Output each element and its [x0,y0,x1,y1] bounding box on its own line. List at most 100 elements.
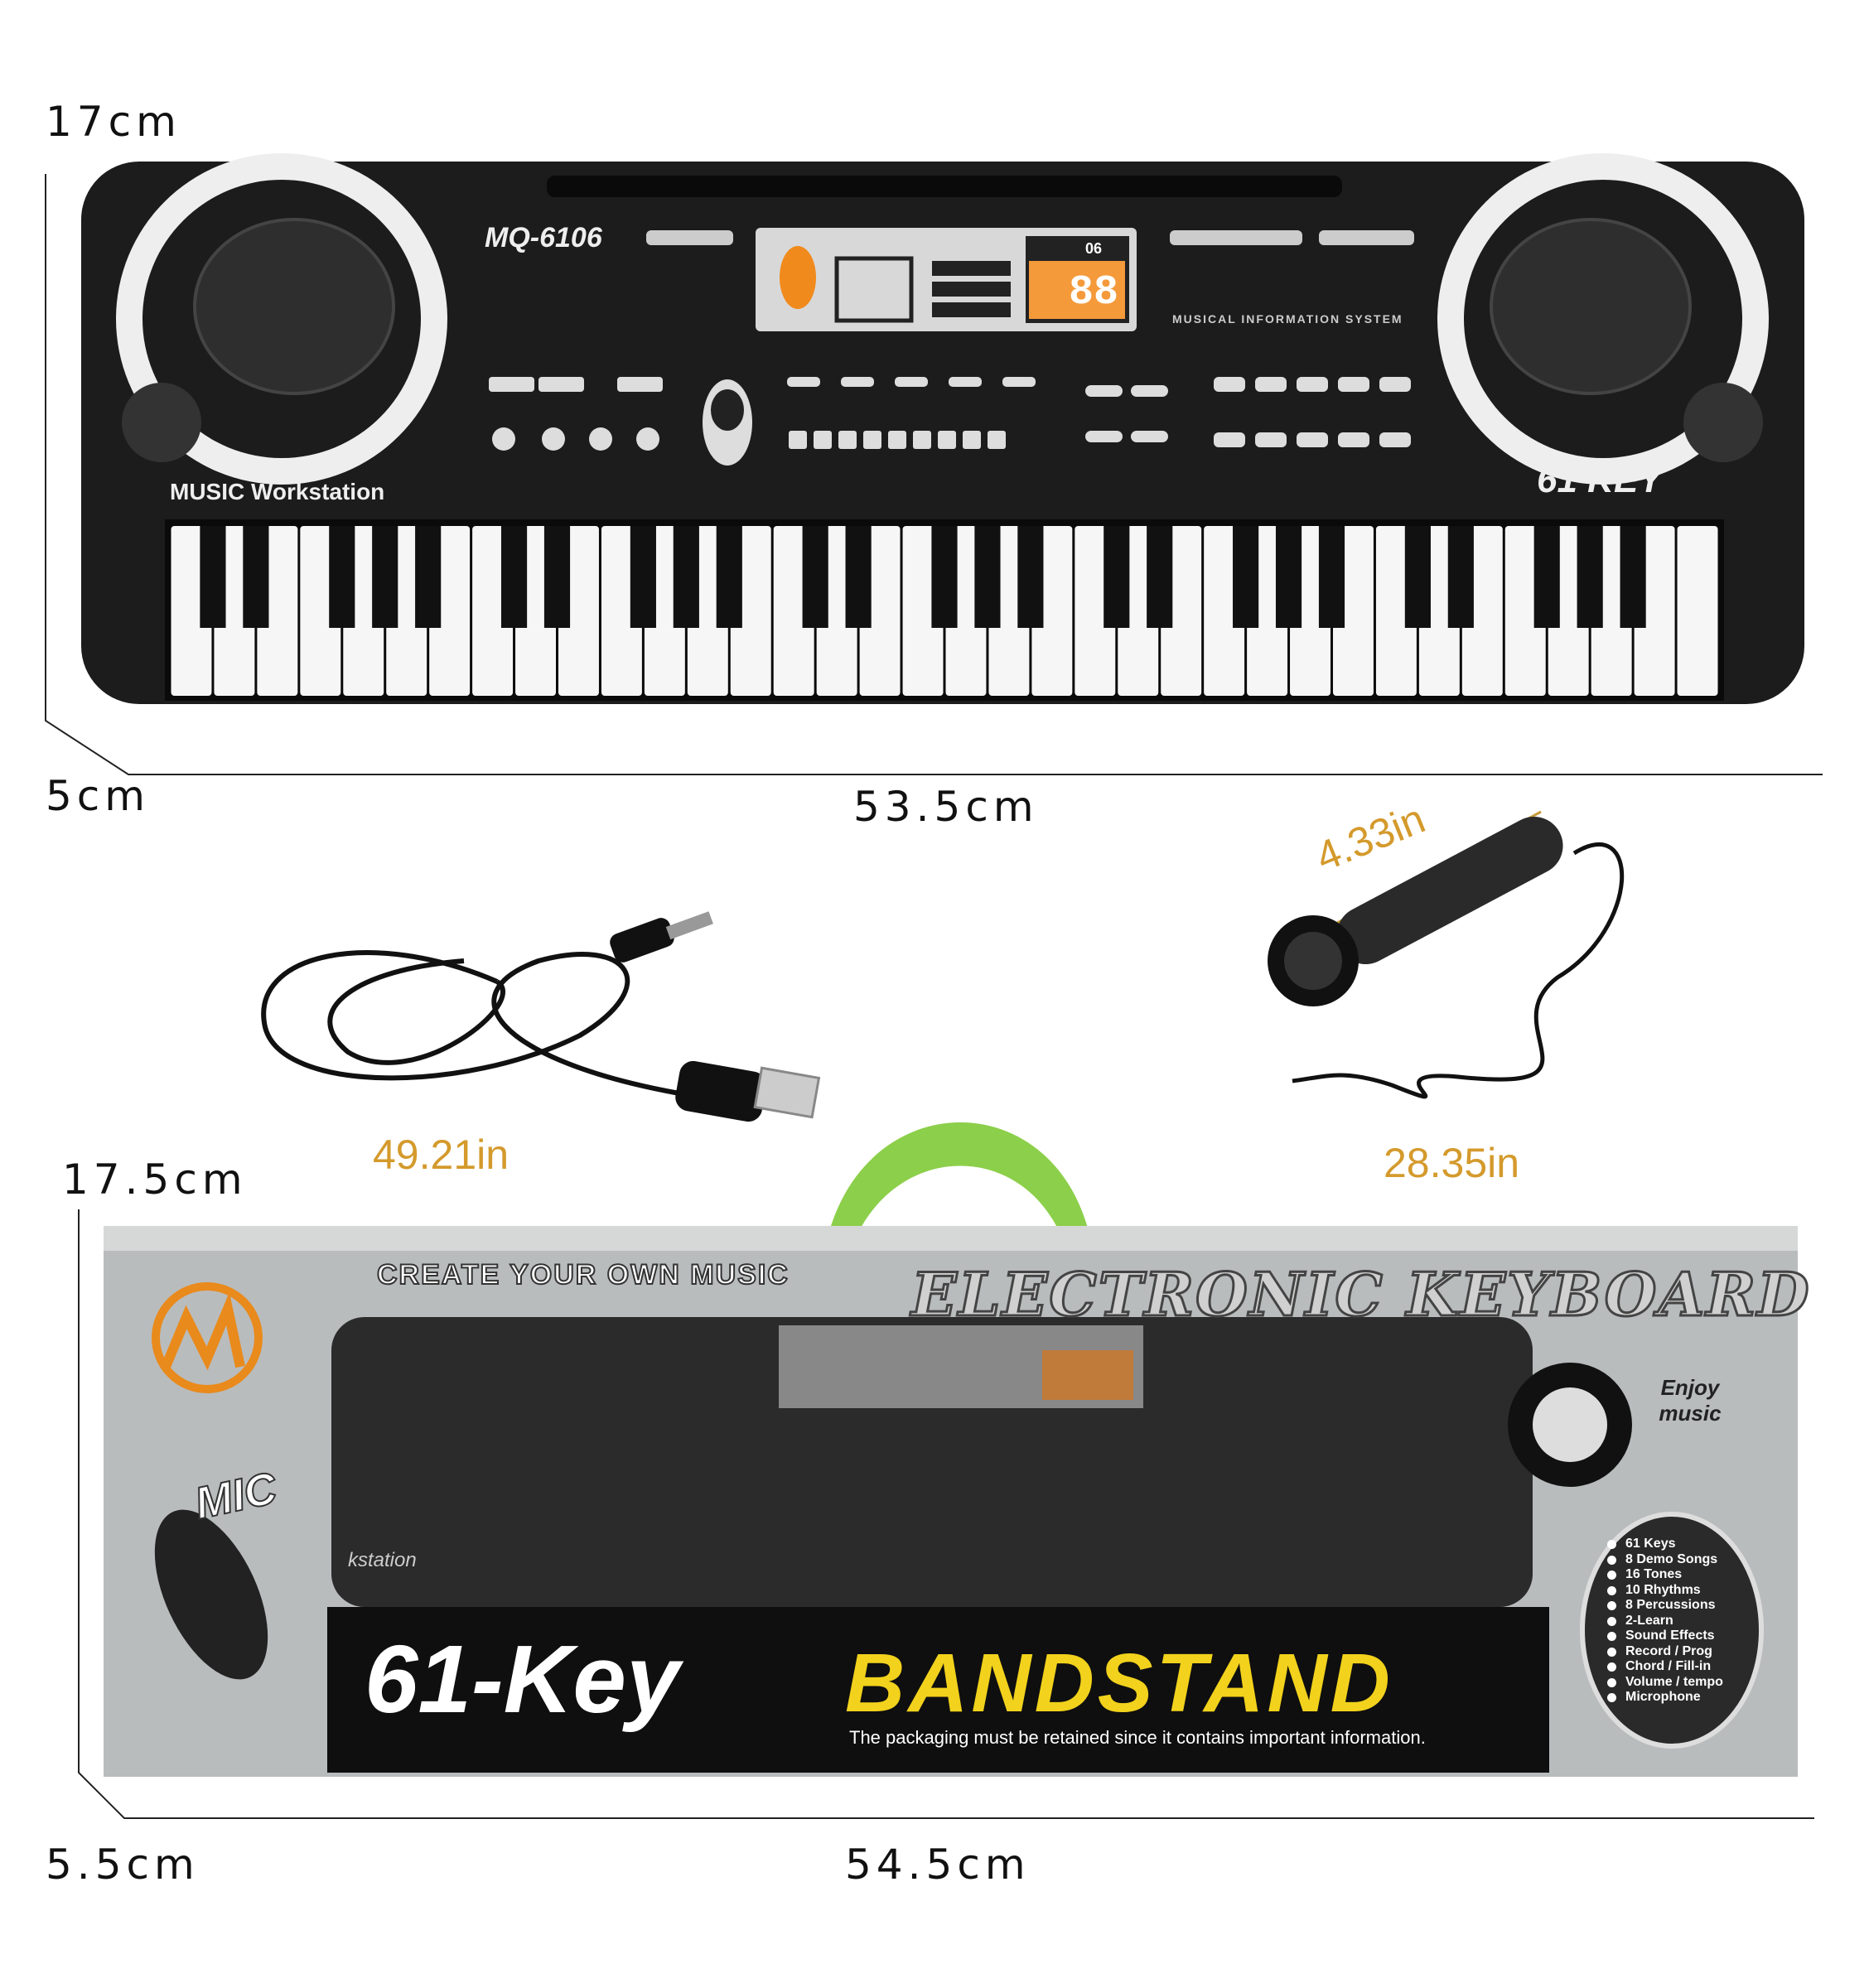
panel-button [1131,431,1168,442]
black-key [1017,526,1044,628]
panel-knob [542,427,565,451]
keyboard-height-label: 17cm [46,98,181,146]
panel-button [895,377,928,387]
panel-button [988,431,1006,449]
panel-button [617,377,663,392]
panel-button [1085,431,1123,442]
panel-button [538,377,584,392]
panel-button [1338,377,1369,392]
panel-button [787,377,820,387]
panel-button [1214,377,1245,392]
black-key [1233,526,1259,628]
black-key [543,526,571,628]
bullet-icon [1607,1571,1616,1580]
mic-cable-length: 28.35in [1384,1140,1520,1186]
panel-button [838,431,857,449]
bullet-icon [1607,1585,1616,1595]
bullet-icon [1607,1555,1616,1565]
panel-button [814,431,832,449]
white-key [1677,526,1718,696]
box-dimension-lines [78,1209,1814,1819]
usb-cable-length: 49.21in [373,1132,510,1178]
keyboard-depth-label: 5cm [46,772,151,820]
box-title: ELECTRONIC KEYBOARD [910,1258,1811,1331]
microphone [1268,810,1625,1099]
black-key [630,526,656,628]
feature-item: 2-Learn [1607,1614,1723,1629]
feature-item: Record / Prog [1607,1644,1723,1660]
panel-knob [636,427,659,451]
black-key [500,526,528,628]
packaging-disclaimer: The packaging must be retained since it … [849,1727,1426,1748]
black-key [1275,526,1302,628]
black-key [1447,526,1474,628]
black-key [802,526,828,628]
led-display: 88 [1069,269,1119,316]
black-key [1620,526,1646,628]
panel-button [1131,385,1168,397]
right-speaker [1437,153,1769,485]
panel-button [1297,377,1328,392]
led-small: 06 [1085,240,1103,257]
feature-item: Sound Effects [1607,1629,1723,1644]
feature-item: 8 Percussions [1607,1598,1723,1614]
bullet-icon [1607,1647,1616,1657]
panel-button [1379,432,1411,447]
bullet-icon [1607,1632,1616,1641]
feature-item: 16 Tones [1607,1567,1723,1583]
panel-button [913,431,931,449]
panel-button [1002,377,1036,387]
panel-button [888,431,906,449]
black-key [1104,526,1130,628]
panel-button [949,377,982,387]
black-key [1147,526,1173,628]
panel-button [1255,432,1287,447]
panel-button [1297,432,1328,447]
black-key [1318,526,1345,628]
61-key-badge: 61 KEY [1537,460,1663,500]
feature-item: 8 Demo Songs [1607,1552,1723,1568]
black-key [1404,526,1431,628]
panel-button [1255,377,1287,392]
panel-button [963,431,981,449]
black-key [974,526,1001,628]
panel-button [1085,385,1123,397]
box-width-label: 54.5cm [845,1841,1031,1889]
keyboard [81,153,1804,704]
panel-button [841,377,874,387]
black-key [1533,526,1560,628]
panel-button [938,431,956,449]
box-slogan: CREATE YOUR OWN MUSIC [376,1258,790,1291]
panel-knob [589,427,612,451]
control-panel [489,228,1414,466]
panel-button [1338,432,1369,447]
panel-button [1379,377,1411,392]
headline-bandstand: BANDSTAND [845,1637,1393,1730]
feature-item: 61 Keys [1607,1537,1723,1552]
feature-item: Microphone [1607,1690,1723,1706]
box-depth-label: 5.5cm [46,1841,200,1889]
keyboard-width-label: 53.5cm [853,783,1039,831]
black-key [372,526,398,628]
window-label: kstation [348,1549,417,1571]
music-workstation-label: MUSIC Workstation [170,479,385,504]
packaging-box [104,1122,1798,1777]
brand-logo [152,1282,263,1393]
black-key [845,526,872,628]
usb-cable [261,911,821,1122]
black-key [931,526,958,628]
bullet-icon [1607,1677,1616,1687]
keyboard-dimension-lines [45,174,1823,775]
bullet-icon [1607,1662,1616,1672]
black-key [716,526,742,628]
bullet-icon [1607,1693,1616,1702]
black-key [329,526,355,628]
feature-item: Chord / Fill-in [1607,1659,1723,1675]
panel-title: MUSICAL INFORMATION SYSTEM [1172,312,1403,326]
black-key [243,526,269,628]
bullet-icon [1607,1601,1616,1610]
black-key [415,526,442,628]
headline-61-key: 61-Key [365,1625,680,1733]
